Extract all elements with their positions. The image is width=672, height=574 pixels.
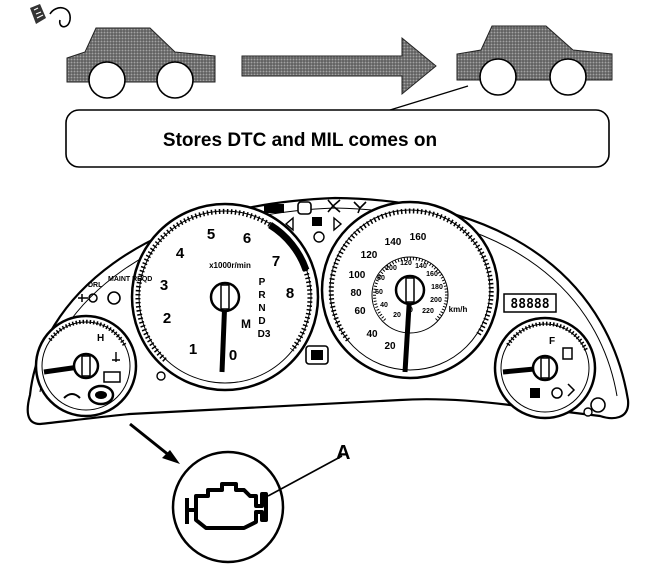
kmh-tick-40: 40 xyxy=(380,302,388,309)
small-lamp-icon xyxy=(156,371,166,381)
kmh-tick-20: 20 xyxy=(393,312,401,319)
tach-tick-2: 2 xyxy=(163,310,171,327)
gear-d: D xyxy=(258,316,265,327)
mph-tick-140: 140 xyxy=(385,237,402,248)
door-open-icon xyxy=(353,201,367,214)
mode-m: M xyxy=(241,317,251,331)
brake-icon xyxy=(313,231,325,243)
tach-tick-4: 4 xyxy=(176,245,185,262)
tach-tick-0: 0 xyxy=(229,347,237,364)
turn-left-icon xyxy=(284,216,294,232)
kmh-tick-220: 220 xyxy=(422,308,434,315)
gear-d3: D3 xyxy=(258,329,271,340)
tach-tick-6: 6 xyxy=(243,230,251,247)
mph-tick-40: 40 xyxy=(366,329,378,340)
fuel-f-label: F xyxy=(549,336,555,347)
gear-p: P xyxy=(259,277,266,288)
transition-arrow-icon xyxy=(241,36,437,96)
mph-tick-20: 20 xyxy=(384,341,396,352)
srs-icon xyxy=(264,204,284,213)
odometer-display: 88888 xyxy=(503,293,557,313)
oil-icon xyxy=(63,393,81,399)
ignition-key-icon xyxy=(30,4,71,28)
turn-right-icon xyxy=(333,216,343,232)
check-engine-icon xyxy=(185,482,268,530)
indicator-lamps-row xyxy=(264,199,367,243)
zoom-arrow-line xyxy=(129,422,171,458)
battery-icon xyxy=(103,371,121,383)
callout-box xyxy=(65,109,610,168)
mph-tick-160: 160 xyxy=(410,232,427,243)
tach-unit-label: x1000r/min xyxy=(209,261,251,270)
mph-tick-60: 60 xyxy=(354,306,366,317)
kmh-tick-120: 120 xyxy=(400,260,412,267)
dtc-callout: Stores DTC and MIL comes on xyxy=(65,85,610,168)
kmh-tick-180: 180 xyxy=(431,284,443,291)
mph-tick-120: 120 xyxy=(361,250,378,261)
drl-label: DRL xyxy=(88,282,103,289)
odometer-value: 88888 xyxy=(510,297,549,312)
kmh-unit-label: km/h xyxy=(449,305,468,314)
kmh-tick-100: 100 xyxy=(385,265,397,272)
maint-label: MAINT REQD xyxy=(108,276,152,283)
tpms-icon xyxy=(551,387,563,399)
mph-tick-80: 80 xyxy=(350,288,362,299)
tach-tick-3: 3 xyxy=(160,277,168,294)
callout-text: Stores DTC and MIL comes on xyxy=(163,130,437,151)
left-indicators: DRL MAINT REQD xyxy=(78,276,329,381)
trip-reset-button[interactable] xyxy=(590,397,606,413)
tach-tick-8: 8 xyxy=(286,285,294,302)
label-a: A xyxy=(336,442,350,464)
cruise-icon xyxy=(530,388,540,398)
low-fuel-icon xyxy=(567,383,576,397)
zoom-arrow-head xyxy=(162,450,180,464)
gear-n: N xyxy=(258,303,265,314)
car-before-icon xyxy=(66,27,216,99)
key-icon xyxy=(78,294,88,302)
dimmer-knob[interactable] xyxy=(583,407,593,417)
fuel-pump-icon xyxy=(562,347,573,360)
headlight-icon xyxy=(312,217,322,226)
maint-icon xyxy=(107,291,121,305)
instrument-cluster: 0 1 2 3 4 5 6 7 8 x1000r/min P R N D D3 … xyxy=(26,196,630,426)
fuel-gauge: F xyxy=(493,316,606,420)
tachometer: 0 1 2 3 4 5 6 7 8 x1000r/min P R N D D3 … xyxy=(130,202,320,392)
coolant-icon xyxy=(112,352,120,362)
tach-tick-7: 7 xyxy=(272,253,280,270)
gear-r: R xyxy=(258,290,266,301)
tach-tick-1: 1 xyxy=(189,341,197,358)
mph-tick-100: 100 xyxy=(349,270,366,281)
kmh-tick-80: 80 xyxy=(377,275,385,282)
tach-tick-5: 5 xyxy=(207,226,215,243)
kmh-tick-60: 60 xyxy=(375,289,383,296)
kmh-tick-140: 140 xyxy=(415,263,427,270)
temp-h-label: H xyxy=(97,333,104,344)
mil-zoom: A xyxy=(129,422,350,564)
abs-icon xyxy=(297,201,312,215)
car-after-icon xyxy=(456,25,613,96)
kmh-tick-160: 160 xyxy=(426,271,438,278)
speedometer: 20 40 60 80 100 120 140 160 0 20 40 60 8… xyxy=(320,200,500,380)
seatbelt-icon xyxy=(327,199,341,213)
temp-gauge: H xyxy=(34,314,138,418)
callout-leader-line xyxy=(389,85,469,111)
kmh-tick-200: 200 xyxy=(430,297,442,304)
label-a-leader xyxy=(267,455,343,497)
